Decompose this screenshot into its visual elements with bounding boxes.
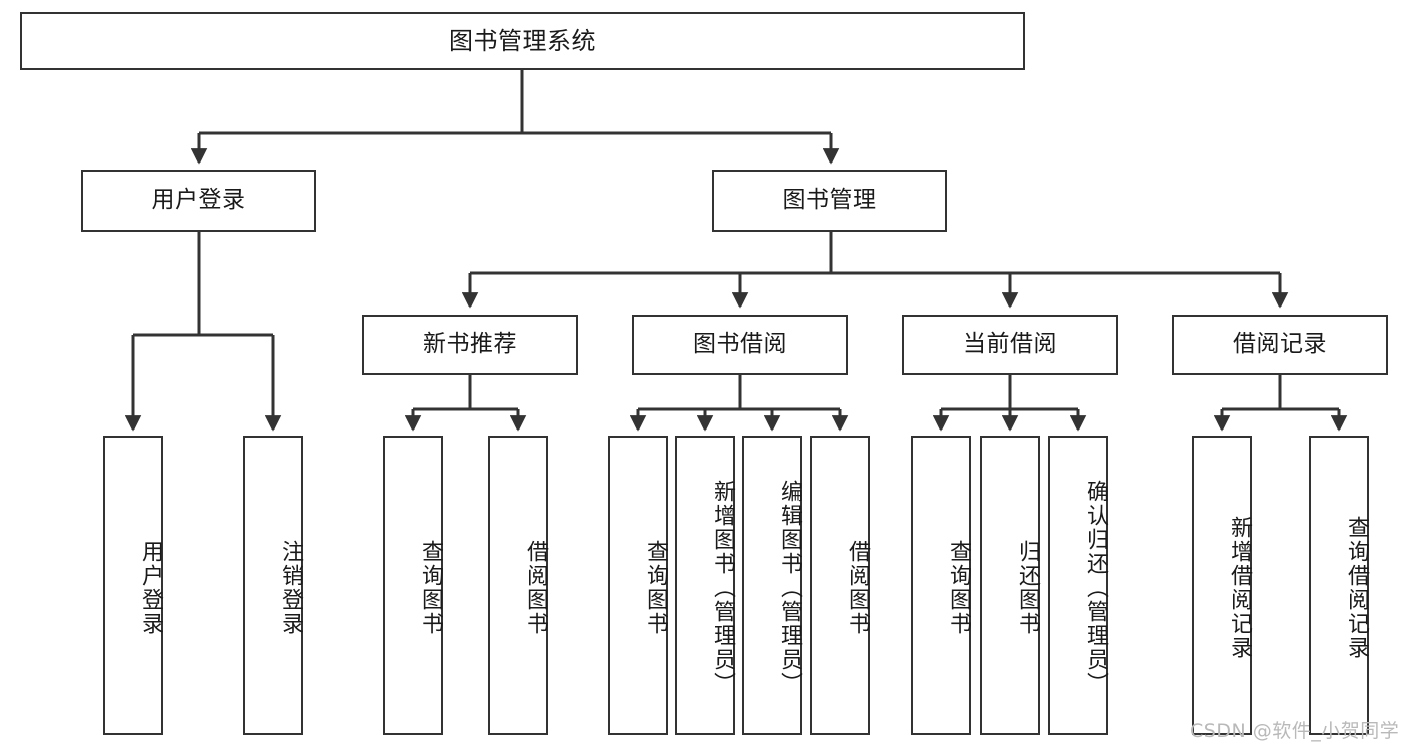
node-label: 图书管理系统 xyxy=(449,26,596,55)
node-label: 新增图书（管理员） xyxy=(710,479,735,696)
node-label: 借阅图书 xyxy=(523,539,548,636)
node-label: 新书推荐 xyxy=(423,331,517,358)
csdn-watermark: CSDN @软件_小贺同学 xyxy=(1190,720,1400,742)
node-label: 当前借阅 xyxy=(963,331,1057,358)
node-user-login[interactable]: 用户登录 xyxy=(81,170,316,232)
node-leaf-borrow-book-recommend[interactable]: 借阅图书 xyxy=(488,436,548,735)
node-leaf-add-book-admin[interactable]: 新增图书（管理员） xyxy=(675,436,735,735)
node-book-borrow[interactable]: 图书借阅 xyxy=(632,315,848,375)
node-label: 编辑图书（管理员） xyxy=(777,479,802,696)
node-label: 借阅记录 xyxy=(1233,331,1327,358)
node-label: 图书管理 xyxy=(782,187,877,214)
node-label: 查询借阅记录 xyxy=(1344,515,1369,660)
node-leaf-query-borrow-record[interactable]: 查询借阅记录 xyxy=(1309,436,1369,735)
node-label: 归还图书 xyxy=(1015,539,1040,636)
node-borrow-record[interactable]: 借阅记录 xyxy=(1172,315,1388,375)
node-label: 图书借阅 xyxy=(693,331,787,358)
node-leaf-logout-login[interactable]: 注销登录 xyxy=(243,436,303,735)
node-label: 新增借阅记录 xyxy=(1227,515,1252,660)
node-leaf-add-borrow-record[interactable]: 新增借阅记录 xyxy=(1192,436,1252,735)
node-label: 查询图书 xyxy=(946,539,971,636)
node-book-management[interactable]: 图书管理 xyxy=(712,170,947,232)
node-label: 借阅图书 xyxy=(845,539,870,636)
node-leaf-query-book-current[interactable]: 查询图书 xyxy=(911,436,971,735)
node-label: 查询图书 xyxy=(418,539,443,636)
node-leaf-query-book-borrow[interactable]: 查询图书 xyxy=(608,436,668,735)
node-leaf-borrow-book[interactable]: 借阅图书 xyxy=(810,436,870,735)
node-label: 查询图书 xyxy=(643,539,668,636)
node-leaf-confirm-return-admin[interactable]: 确认归还（管理员） xyxy=(1048,436,1108,735)
node-new-book-recommend[interactable]: 新书推荐 xyxy=(362,315,578,375)
node-leaf-user-login[interactable]: 用户登录 xyxy=(103,436,163,735)
node-leaf-return-book[interactable]: 归还图书 xyxy=(980,436,1040,735)
node-label: 用户登录 xyxy=(138,539,163,636)
node-leaf-query-book-recommend[interactable]: 查询图书 xyxy=(383,436,443,735)
node-current-borrow[interactable]: 当前借阅 xyxy=(902,315,1118,375)
node-label: 注销登录 xyxy=(278,539,303,636)
node-root-book-management-system[interactable]: 图书管理系统 xyxy=(20,12,1025,70)
node-leaf-edit-book-admin[interactable]: 编辑图书（管理员） xyxy=(742,436,802,735)
node-label: 确认归还（管理员） xyxy=(1083,479,1108,696)
node-label: 用户登录 xyxy=(151,187,246,214)
